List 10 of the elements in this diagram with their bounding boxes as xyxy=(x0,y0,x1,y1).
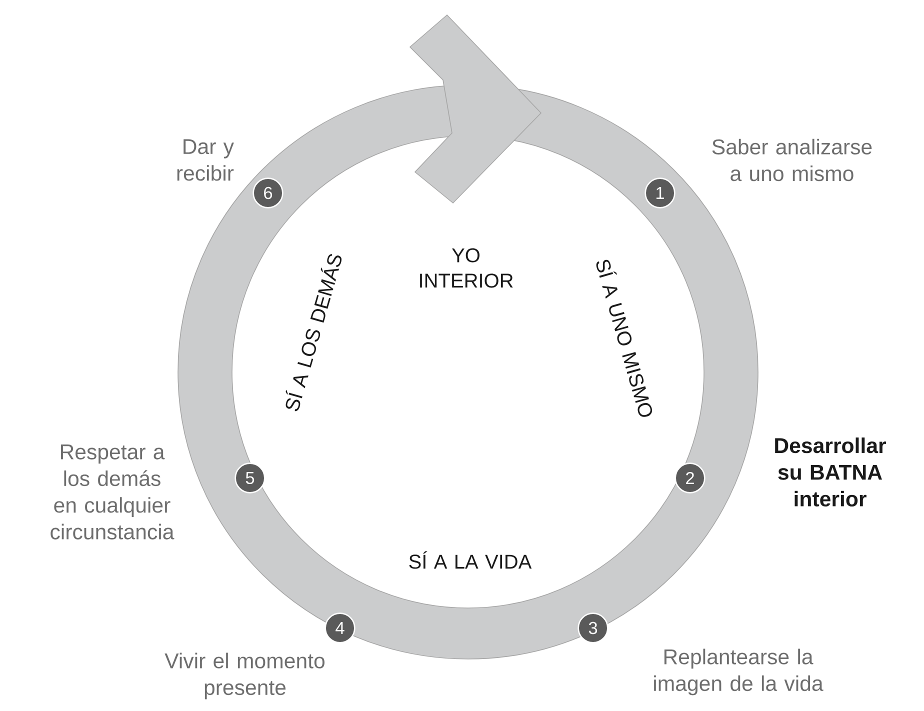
step-label: Desarrollar su BATNA interior xyxy=(775,438,886,506)
step-label: Respetar a los demás en cualquier circunstancia xyxy=(50,444,174,540)
step-label: Vivir el momento presente xyxy=(164,652,324,700)
step-label: Saber analizarse a uno mismo xyxy=(712,138,872,182)
ring-label: SÍ A LOS DEMÁS xyxy=(286,254,342,412)
step-label: Dar y recibir xyxy=(177,139,234,181)
ring-label: SÍ A UNO MISMO xyxy=(596,260,652,417)
step-label: Replantearse la imagen de la vida xyxy=(654,648,824,696)
ring-label: SÍ A LA VIDA xyxy=(409,551,532,569)
center-label: YO INTERIOR xyxy=(420,248,513,288)
